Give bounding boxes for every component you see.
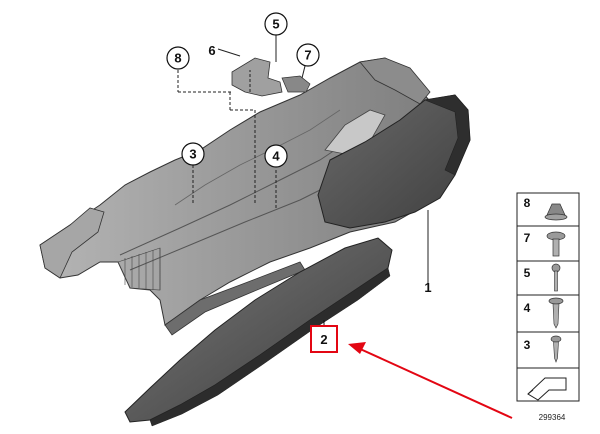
svg-text:4: 4	[272, 149, 280, 164]
red-arrow-icon	[348, 342, 513, 419]
svg-text:3: 3	[189, 147, 196, 162]
bolt-icon	[551, 263, 561, 292]
svg-text:4: 4	[524, 301, 531, 315]
fastener-arrow-icon	[527, 377, 567, 401]
fastener-legend: 8 7 5 4 3	[516, 192, 580, 402]
svg-text:1: 1	[424, 280, 431, 295]
side-trim-panel	[124, 237, 393, 427]
callout-4: 4	[264, 144, 288, 168]
center-console-frame	[39, 57, 446, 336]
callout-7: 7	[296, 43, 320, 67]
callout-5: 5	[264, 12, 288, 36]
callout-1: 1	[424, 280, 431, 295]
svg-text:7: 7	[524, 231, 531, 245]
svg-text:3: 3	[524, 338, 531, 352]
callout-3: 3	[181, 142, 205, 166]
collar-screw-icon	[546, 231, 566, 257]
armrest	[317, 94, 471, 229]
callout-6: 6	[208, 43, 215, 58]
self-tapping-screw-icon	[548, 297, 564, 329]
diagram-number: 299364	[539, 413, 566, 422]
bracket-part-6	[231, 57, 311, 97]
svg-text:5: 5	[524, 266, 531, 280]
svg-text:5: 5	[272, 17, 279, 32]
svg-text:8: 8	[174, 51, 181, 66]
solid-leaders	[217, 34, 429, 287]
callout-8: 8	[166, 46, 190, 70]
callout-2-highlight: 2	[310, 320, 338, 353]
nut-icon	[544, 203, 568, 221]
svg-text:2: 2	[320, 332, 327, 347]
sheet-metal-screw-icon	[550, 335, 562, 363]
svg-text:8: 8	[524, 196, 531, 210]
leader-lines	[177, 70, 277, 210]
svg-text:7: 7	[304, 48, 311, 63]
svg-text:6: 6	[208, 43, 215, 58]
